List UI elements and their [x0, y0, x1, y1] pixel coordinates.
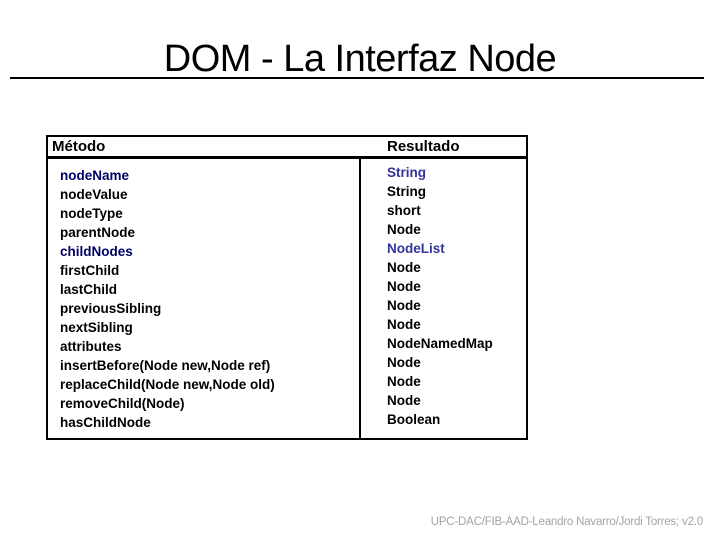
method-cell: attributes: [60, 339, 122, 354]
result-cell: short: [387, 203, 421, 218]
result-cell: NodeNamedMap: [387, 336, 493, 351]
result-cell: Node: [387, 374, 421, 389]
result-cell: Boolean: [387, 412, 441, 427]
method-cell: replaceChild(Node new,Node old): [60, 377, 275, 392]
method-cell: removeChild(Node): [60, 396, 185, 411]
method-column: nodeName nodeValue nodeType parentNode child…: [48, 159, 359, 438]
result-cell: Node: [387, 393, 421, 408]
method-cell: nodeType: [60, 206, 123, 221]
result-cell: Node: [387, 260, 421, 275]
method-cell: insertBefore(Node new,Node ref): [60, 358, 271, 373]
result-cell: Node: [387, 317, 421, 332]
result-cell: Node: [387, 298, 421, 313]
method-cell: nodeValue: [60, 187, 128, 202]
result-cell: Node: [387, 222, 421, 237]
method-cell: nodeName: [60, 168, 130, 183]
method-cell: firstChild: [60, 263, 120, 278]
result-cell: String: [387, 184, 426, 199]
method-cell: parentNode: [60, 225, 136, 240]
result-cell: String: [387, 165, 426, 180]
column-header-resultado: Resultado: [387, 138, 460, 155]
method-cell: hasChildNode: [60, 415, 151, 430]
method-cell: previousSibling: [60, 301, 162, 316]
table-body: nodeName nodeValue nodeType parentNode child…: [48, 159, 526, 438]
column-header-metodo: Método: [52, 138, 106, 155]
method-cell: nextSibling: [60, 320, 133, 335]
result-cell: Node: [387, 279, 421, 294]
result-cell: Node: [387, 355, 421, 370]
method-cell: lastChild: [60, 282, 118, 297]
page-title: DOM - La Interfaz Node: [163, 38, 557, 80]
title-underline: [10, 77, 704, 79]
methods-table: Método Resultado nodeName nodeValue nodeTy…: [46, 135, 528, 440]
result-cell: NodeList: [387, 241, 445, 256]
table-header-row: Método Resultado: [48, 137, 526, 159]
method-cell: childNodes: [60, 244, 133, 259]
slide-footer: UPC-DAC/FIB-AAD-Leandro Navarro/Jordi To…: [430, 516, 703, 528]
